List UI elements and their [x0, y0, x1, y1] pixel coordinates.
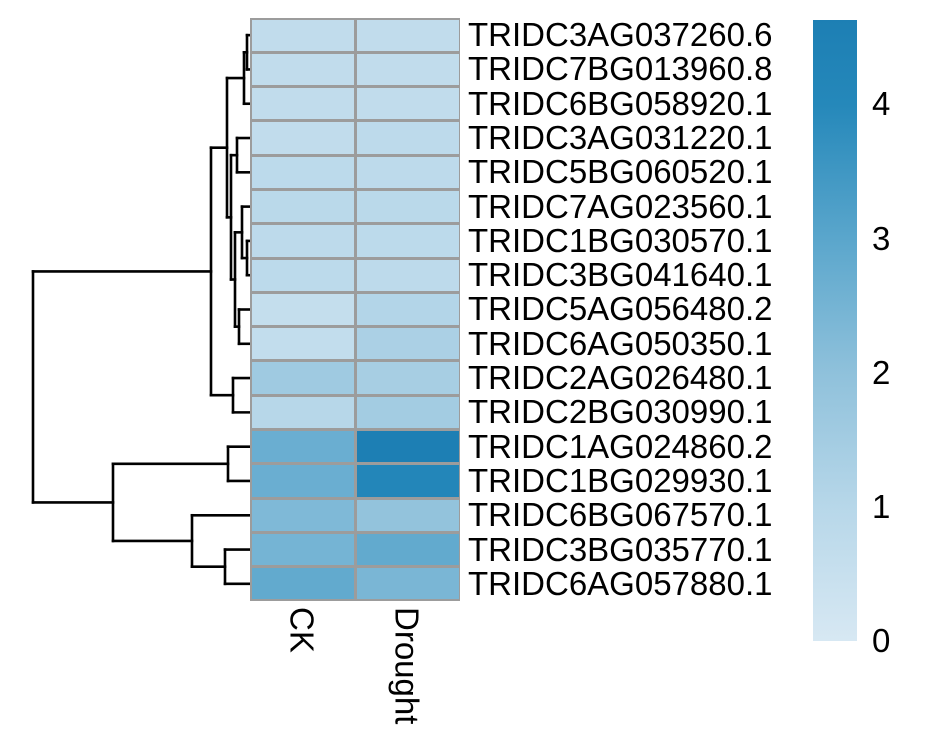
- heatmap-cell: [356, 190, 459, 223]
- row-label: TRIDC3BG041640.1: [468, 256, 773, 294]
- heatmap-cell: [356, 328, 459, 360]
- heatmap-cell: [356, 225, 459, 257]
- heatmap-cell: [356, 259, 459, 291]
- row-label: TRIDC2BG030990.1: [468, 393, 773, 431]
- row-label: TRIDC2AG026480.1: [468, 359, 773, 397]
- heatmap-cell: [356, 293, 459, 326]
- heatmap-cell: [251, 396, 354, 428]
- colorbar-tick-label: 4: [872, 85, 891, 123]
- heatmap-cell: [251, 533, 354, 566]
- row-label: TRIDC3AG037260.6: [468, 16, 773, 54]
- row-label: TRIDC7BG013960.8: [468, 50, 773, 88]
- colorbar: [813, 20, 857, 641]
- row-label: TRIDC1AG024860.2: [468, 427, 773, 465]
- heatmap-cell: [356, 362, 459, 394]
- row-label: TRIDC6BG067570.1: [468, 496, 773, 534]
- heatmap-grid: [250, 18, 460, 601]
- row-label: TRIDC1BG030570.1: [468, 221, 773, 259]
- heatmap-cell: [356, 396, 459, 428]
- column-label: CK: [283, 607, 321, 653]
- heatmap-cell: [356, 465, 459, 497]
- heatmap-cell: [251, 568, 354, 600]
- heatmap-cell: [356, 88, 459, 120]
- row-label: TRIDC3AG031220.1: [468, 119, 773, 157]
- row-label: TRIDC3BG035770.1: [468, 530, 773, 568]
- colorbar-tick-label: 0: [872, 622, 891, 659]
- colorbar-tick-label: 1: [872, 487, 891, 525]
- heatmap-cell: [356, 156, 459, 188]
- heatmap-cell: [251, 328, 354, 360]
- heatmap-cell: [356, 122, 459, 154]
- heatmap-cell: [251, 53, 354, 86]
- colorbar-tick-label: 2: [872, 353, 891, 391]
- colorbar-tick-label: 3: [872, 219, 891, 257]
- heatmap-cell: [251, 190, 354, 223]
- heatmap-cell: [356, 499, 459, 531]
- heatmap-cell: [356, 19, 459, 51]
- heatmap-cell: [251, 122, 354, 154]
- row-dendrogram: [31, 33, 252, 586]
- row-label: TRIDC5AG056480.2: [468, 290, 773, 328]
- heatmap-cell: [251, 431, 354, 463]
- column-label: Drought: [388, 607, 426, 725]
- heatmap-cell: [356, 431, 459, 463]
- heatmap-cell: [251, 259, 354, 291]
- row-label: TRIDC5BG060520.1: [468, 153, 773, 191]
- heatmap-cell: [251, 293, 354, 326]
- heatmap-cell: [251, 88, 354, 120]
- heatmap-cell: [251, 19, 354, 51]
- heatmap-cell: [356, 568, 459, 600]
- heatmap-cell: [251, 499, 354, 531]
- row-label: TRIDC6AG050350.1: [468, 324, 773, 362]
- heatmap-cell: [356, 53, 459, 86]
- heatmap-cell: [251, 362, 354, 394]
- heatmap-cell: [356, 533, 459, 566]
- heatmap-cell: [251, 156, 354, 188]
- row-label: TRIDC1BG029930.1: [468, 461, 773, 499]
- row-label: TRIDC6BG058920.1: [468, 84, 773, 122]
- heatmap-cell: [251, 465, 354, 497]
- row-label: TRIDC7AG023560.1: [468, 187, 773, 225]
- heatmap-cell: [251, 225, 354, 257]
- row-label: TRIDC6AG057880.1: [468, 564, 773, 602]
